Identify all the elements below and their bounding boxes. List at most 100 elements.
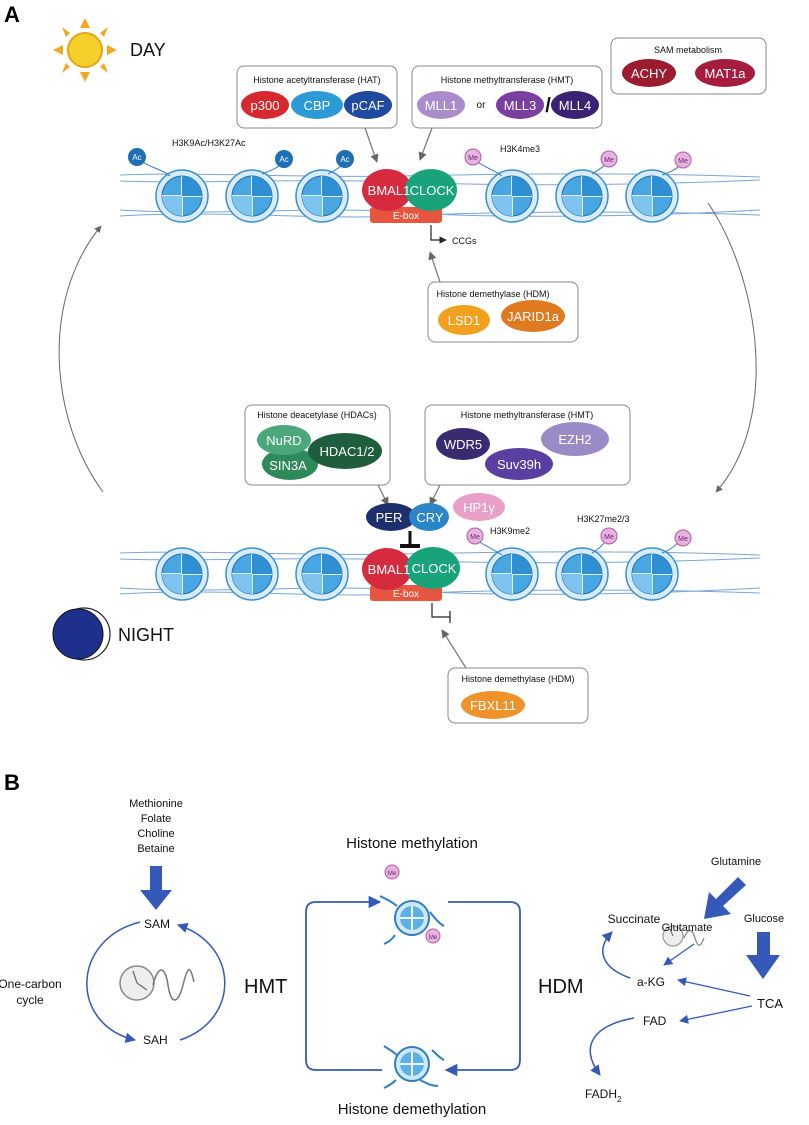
mat1a-node xyxy=(695,59,755,87)
glutamine-label: Glutamine xyxy=(711,856,761,868)
ebox-day-label: E-box xyxy=(393,211,419,222)
hdm-day-arrow xyxy=(428,251,441,283)
lsd1-label: LSD1 xyxy=(448,313,481,328)
me-badge-day-3 xyxy=(674,151,692,169)
me-badge-day-text-1: Me xyxy=(468,155,478,162)
ac-badge-text-2: Ac xyxy=(279,155,288,164)
ccgs-label: CCGs xyxy=(452,236,477,246)
me-badge-day-1 xyxy=(464,148,482,166)
me-badge-b-1: Me xyxy=(388,871,397,877)
glutamate-to-akg-arrow xyxy=(663,943,695,966)
fad-label: FAD xyxy=(643,1014,667,1028)
moon-icon xyxy=(52,607,111,661)
acetyl-marks-label: H3K9Ac/H3K27Ac xyxy=(172,138,246,148)
akg-to-succinate-arrow xyxy=(601,931,631,979)
sin3a-label: SIN3A xyxy=(269,458,307,473)
me-badge-b-2: Me xyxy=(429,935,438,941)
ac-badge-1 xyxy=(128,148,146,166)
mll4-node xyxy=(551,91,599,119)
hmt-night-title: Histone methyltransferase (HMT) xyxy=(461,410,594,420)
mll3-node xyxy=(496,91,544,119)
mll1-label: MLL1 xyxy=(425,98,458,113)
pcaf-label: pCAF xyxy=(351,98,384,113)
hdm-night-title: Histone demethylase (HDM) xyxy=(461,674,574,684)
me-badge-night-text-2: Me xyxy=(604,534,614,541)
achy-label: ACHY xyxy=(631,66,667,81)
cbp-label: CBP xyxy=(304,98,331,113)
histone-methylation-label: Histone methylation xyxy=(346,835,478,852)
hdac12-node xyxy=(308,433,382,469)
sam-metabolism-title: SAM metabolism xyxy=(654,45,722,55)
hdac-box: Histone deacetylase (HDACs) NuRD HDAC1/2… xyxy=(244,404,391,486)
ebox-night-label: E-box xyxy=(393,589,419,600)
one-carbon-cycle-left-arc xyxy=(86,921,141,1043)
cry-node xyxy=(409,503,449,531)
hdm-night-arrow xyxy=(441,629,467,669)
ezh2-node xyxy=(541,422,609,456)
day-label: DAY xyxy=(130,40,166,60)
one-carbon-label-2: cycle xyxy=(16,993,44,1007)
methylation-cycle-right xyxy=(444,901,521,1077)
hat-box: Histone acetyltransferase (HAT) p300 CBP… xyxy=(236,65,398,129)
demethylated-histone-icon xyxy=(383,1045,445,1089)
nutrient-list: Methionine Folate Choline Betaine xyxy=(129,798,183,855)
fadh2-label: FADH2 xyxy=(585,1087,622,1104)
me-badge-night-text-1: Me xyxy=(470,534,480,541)
glutamate-label: Glutamate xyxy=(662,922,713,934)
me-badge-night-2 xyxy=(600,527,618,545)
jarid1a-node xyxy=(501,300,565,332)
p300-node xyxy=(241,91,289,119)
nutrient-arrow xyxy=(140,866,172,910)
mll3-label: MLL3 xyxy=(504,98,537,113)
tca-to-akg-arrow xyxy=(677,977,751,997)
mll4-label: MLL4 xyxy=(559,98,592,113)
nutrient-folate: Folate xyxy=(141,813,172,825)
hmt-day-title: Histone methyltransferase (HMT) xyxy=(441,75,574,85)
sam-label: SAM xyxy=(144,917,170,931)
fbxl11-node xyxy=(461,691,525,719)
ezh2-label: EZH2 xyxy=(558,432,591,447)
panel-a-label: A xyxy=(4,2,20,27)
night-label: NIGHT xyxy=(118,625,174,645)
me-badges-day: Me Me Me xyxy=(464,148,692,169)
one-carbon-cycle-right-arc xyxy=(177,922,226,1041)
panel-b-label: B xyxy=(4,770,20,795)
achy-node xyxy=(622,59,676,87)
hmt-label: HMT xyxy=(244,976,287,998)
sah-label: SAH xyxy=(143,1033,168,1047)
sun-icon xyxy=(53,18,117,82)
per-cry-complex: PER CRY xyxy=(366,503,449,531)
tca-label: TCA xyxy=(757,996,783,1011)
per-node xyxy=(366,503,416,531)
day-to-night-arrow xyxy=(707,202,757,493)
clock-night-label: CLOCK xyxy=(412,561,457,576)
nurd-node xyxy=(257,425,311,455)
or-text: or xyxy=(477,100,487,111)
bmal1-day-label: BMAL1 xyxy=(368,183,411,198)
histone-demethylation-label: Histone demethylation xyxy=(338,1101,486,1118)
hmt-day-arrow xyxy=(418,127,433,161)
hdm-label: HDM xyxy=(538,976,584,998)
me-badges-night: Me Me Me xyxy=(466,527,692,547)
sin3a-node xyxy=(262,448,318,480)
hmt-night-arrow xyxy=(429,484,441,506)
lsd1-node xyxy=(438,305,490,335)
repressed-transcription-symbol xyxy=(431,603,451,623)
nutrient-betaine: Betaine xyxy=(137,843,174,855)
p300-label: p300 xyxy=(251,98,280,113)
me-badge-night-1 xyxy=(466,527,484,545)
me-badge-night-text-3: Me xyxy=(678,536,688,543)
bmal1-day-node xyxy=(362,169,412,211)
me-badge-day-text-3: Me xyxy=(678,158,688,165)
clock-night-node xyxy=(406,547,460,589)
hp1-node xyxy=(453,493,505,521)
one-carbon-label-1: One-carbon xyxy=(0,977,62,991)
hdm-day-box: Histone demethylase (HDM) LSD1 JARID1a xyxy=(427,281,579,343)
methylated-histone-icon xyxy=(379,864,445,945)
clock-doodle-icon xyxy=(119,965,195,1001)
cbp-node xyxy=(291,91,343,119)
ebox-day xyxy=(370,207,442,223)
hat-arrow xyxy=(364,127,379,163)
hdac-title: Histone deacetylase (HDACs) xyxy=(257,410,377,420)
